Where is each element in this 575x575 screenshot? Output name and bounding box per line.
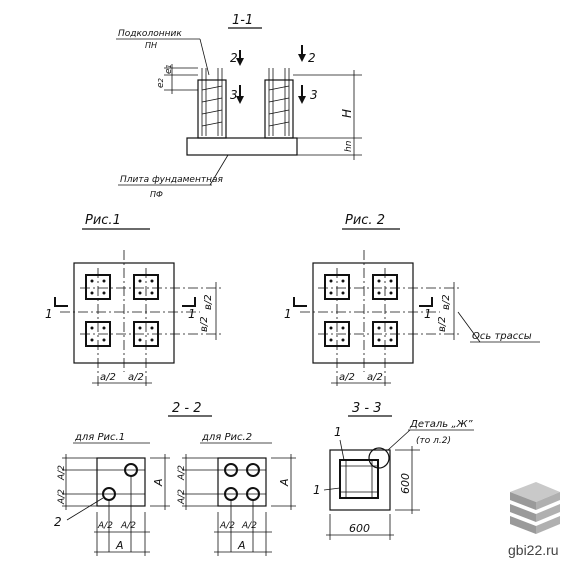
fig1-dim-b-top: в/2 [203,294,214,310]
fig1-dim-a-left: a/2 [100,372,116,383]
detail-zh-ref: (то л.2) [416,436,451,446]
section-2-2: 2 - 2 для Рис.1 для Рис.2 A/2 A/2 A A/2 … [54,401,296,556]
detail-zh-circle [368,447,390,469]
figure-2-plan: Рис. 2 1 1 в/2 в/2 a/2 [284,213,540,388]
section-2-left-dim-A-half-2: A/2 [57,489,67,505]
fig1-title: Рис.1 [85,213,121,228]
section-2-right-caption: для Рис.2 [201,432,252,443]
section-2-right-dim-A-half-1: A/2 [177,465,187,481]
dim-hn: hn [344,140,354,152]
podkolonnik-label: Подколонник [118,29,182,39]
detail-zh-label: Деталь „Ж” [409,419,473,430]
fig1-dim-a-right: a/2 [128,372,144,383]
fig2-dim-a-left: a/2 [339,372,355,383]
fig1-cut-left: 1 [45,307,53,321]
section-2-left-caption: для Рис.1 [74,432,125,443]
section-2-left-square [96,457,146,507]
section-1-1: 1-1 Подколонник ПН [116,13,362,199]
pn-label: ПН [145,41,157,50]
section-2-callout-2: 2 [54,515,62,529]
section-2-right-dim-A-half-4: A/2 [241,521,257,531]
dim-H: H [340,109,354,118]
section-3-dim-600-v: 600 [399,473,412,494]
dim-e1: e2 [156,77,166,88]
section-3-dim-600-h: 600 [349,522,370,535]
section-2-left-dim-A-v: A [152,478,165,487]
section-3-callout-1a: 1 [334,425,342,439]
section-2-left-dim-A-half-1: A/2 [57,465,67,481]
section-3-3: 3 - 3 1 1 Деталь „Ж” (то л.2) 600 600 [313,401,474,540]
fig2-title: Рис. 2 [345,213,385,228]
section-2-right-dim-A-half-2: A/2 [177,489,187,505]
section-2-right-square [217,457,267,507]
section-3-3-title: 3 - 3 [352,401,382,416]
fig2-dim-b-top: в/2 [441,294,452,310]
cut-2-left: 2 [230,51,238,65]
section-2-left-dim-A-half-4: A/2 [120,521,136,531]
pedestal-right [264,79,294,139]
section-2-right-dim-A-v: A [278,478,291,487]
section-3-rebar-cage [339,459,379,499]
dim-e2: e1 [164,64,174,74]
watermark-logo [510,482,560,534]
section-2-right-dim-A-half-3: A/2 [219,521,235,531]
section-2-left-dim-A-h: A [115,539,124,552]
section-2-left-dim-A-half-3: A/2 [97,521,113,531]
watermark-text: gbi22.ru [508,542,559,558]
fig1-cut-right: 1 [188,307,196,321]
figure-1-plan: Рис.1 1 1 в/2 в/2 [45,213,222,388]
fig2-dim-a-right: a/2 [367,372,383,383]
fig1-dim-b-bottom: в/2 [199,316,210,332]
cut-markers-2-3 [236,45,306,104]
section-3-square [329,449,391,511]
pf-label: ПФ [150,190,163,199]
cut-2-right: 2 [308,51,316,65]
fig2-dim-b-bottom: в/2 [437,316,448,332]
fig2-cut-right: 1 [424,307,432,321]
fig2-cut-left: 1 [284,307,292,321]
section-3-callout-1b: 1 [313,483,321,497]
fig1-pedestals [85,274,159,347]
section-1-1-title: 1-1 [232,13,253,28]
plita-label: Плита фундаментная [120,175,223,185]
fig2-axis-label: Ось трассы [472,331,532,342]
foundation-slab [186,137,298,156]
cut-3-left: 3 [230,88,238,102]
pedestal-left [197,79,227,139]
cut-3-right: 3 [310,88,318,102]
fig2-slab [312,262,414,364]
fig2-pedestals [324,274,398,347]
section-2-2-title: 2 - 2 [172,401,202,416]
section-2-right-dim-A-h: A [237,539,246,552]
